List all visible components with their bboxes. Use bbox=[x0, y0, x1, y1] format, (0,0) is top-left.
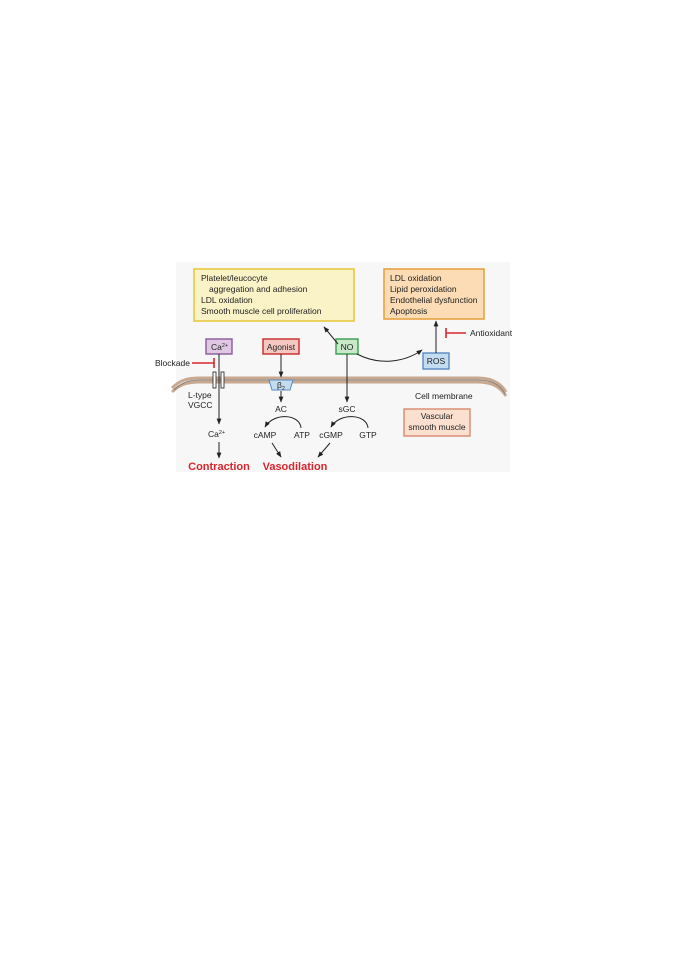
contraction-label: Contraction bbox=[188, 461, 250, 473]
nitric-oxide-box: NO bbox=[335, 338, 359, 355]
ac-label: AC bbox=[275, 404, 287, 414]
gtp-to-cgmp-arrow bbox=[330, 416, 369, 429]
beta2-receptor: β2 bbox=[268, 379, 294, 392]
vascular-line-1: Vascular bbox=[421, 411, 454, 421]
no-to-platelet-arrow bbox=[323, 326, 339, 345]
vascular-line-2: smooth muscle bbox=[408, 422, 465, 432]
ltype-vgcc-channel bbox=[212, 371, 225, 389]
platelet-line-2: aggregation and adhesion bbox=[209, 284, 308, 294]
ldl-line-4: Apoptosis bbox=[390, 306, 427, 316]
blockade-inhibition: Blockade bbox=[155, 358, 215, 368]
vascular-smooth-muscle-box: Vascular smooth muscle bbox=[403, 408, 471, 437]
beta2-label: β2 bbox=[277, 380, 285, 392]
no-to-ros-arrow bbox=[356, 349, 423, 362]
ros-label: ROS bbox=[427, 356, 446, 366]
ldl-line-3: Endothelial dysfunction bbox=[390, 295, 478, 305]
antioxidant-inhibition: Antioxidant bbox=[445, 328, 513, 338]
vgcc-label: VGCC bbox=[188, 400, 213, 410]
sgc-label: sGC bbox=[339, 404, 356, 414]
atp-label: ATP bbox=[294, 430, 310, 440]
cell-membrane-label: Cell membrane bbox=[415, 391, 473, 401]
camp-to-vasodilation-arrow bbox=[271, 442, 282, 458]
antioxidant-label: Antioxidant bbox=[470, 328, 513, 338]
platelet-line-3: LDL oxidation bbox=[201, 295, 253, 305]
blockade-label: Blockade bbox=[155, 358, 190, 368]
agonist-label: Agonist bbox=[267, 342, 296, 352]
ltype-label: L-type bbox=[188, 390, 212, 400]
platelet-effects-box: Platelet/leucocyte aggregation and adhes… bbox=[193, 268, 355, 322]
cgmp-label: cGMP bbox=[319, 430, 343, 440]
vasodilation-label: Vasodilation bbox=[263, 461, 328, 473]
ldl-line-2: Lipid peroxidation bbox=[390, 284, 457, 294]
atp-to-camp-arrow bbox=[264, 416, 302, 429]
calcium-box: Ca2+ bbox=[205, 338, 233, 355]
platelet-line-1: Platelet/leucocyte bbox=[201, 273, 268, 283]
ros-box: ROS bbox=[422, 352, 450, 370]
cgmp-to-vasodilation-arrow bbox=[317, 442, 331, 458]
camp-label: cAMP bbox=[254, 430, 277, 440]
nitric-oxide-label: NO bbox=[341, 342, 354, 352]
calcium-intracellular-label: Ca2+ bbox=[208, 429, 225, 439]
agonist-box: Agonist bbox=[262, 338, 300, 355]
gtp-label: GTP bbox=[359, 430, 377, 440]
platelet-line-4: Smooth muscle cell proliferation bbox=[201, 306, 322, 316]
ldl-effects-box: LDL oxidation Lipid peroxidation Endothe… bbox=[383, 268, 485, 320]
calcium-label: Ca2+ bbox=[211, 342, 228, 352]
ldl-line-1: LDL oxidation bbox=[390, 273, 442, 283]
cell-membrane bbox=[170, 376, 508, 397]
